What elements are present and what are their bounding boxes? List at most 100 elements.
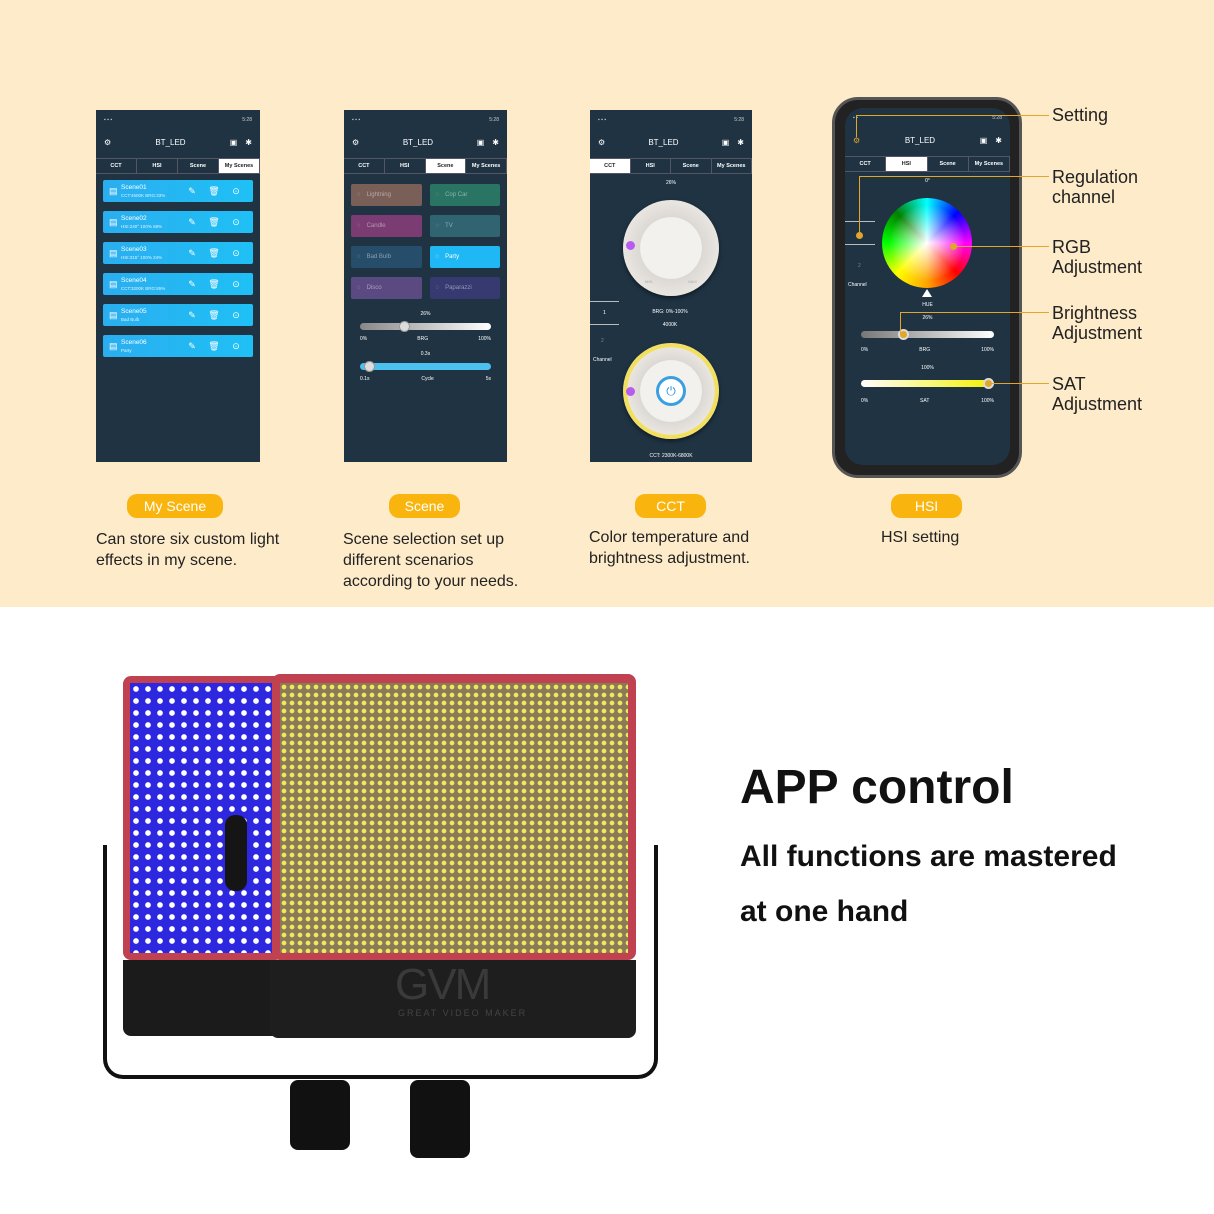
gear-icon[interactable]: ⚙ bbox=[352, 137, 360, 147]
power-icon[interactable]: ⏻ bbox=[656, 376, 686, 406]
scene-tile[interactable]: ◌Party bbox=[429, 246, 500, 268]
play-icon[interactable]: ⊙ bbox=[232, 247, 240, 258]
scene-icon: ◌ bbox=[435, 223, 440, 229]
tab-hsi[interactable]: HSI bbox=[137, 159, 178, 173]
edit-icon[interactable]: ✎ bbox=[188, 278, 196, 289]
scene-icon: ◌ bbox=[435, 192, 440, 198]
play-icon[interactable]: ⊙ bbox=[232, 309, 240, 320]
channel-2[interactable]: 2 bbox=[601, 338, 604, 344]
annotation-rgb-adjustment: RGB Adjustment bbox=[1052, 237, 1143, 277]
bluetooth-icon[interactable]: ✱ bbox=[492, 137, 499, 147]
save-icon[interactable]: ▣ bbox=[721, 137, 730, 147]
scene-icon: ◌ bbox=[357, 285, 361, 291]
channel-1[interactable] bbox=[845, 221, 875, 245]
bluetooth-icon[interactable]: ✱ bbox=[995, 135, 1002, 145]
gvm-logo: GVM bbox=[395, 960, 491, 1009]
brightness-slider[interactable] bbox=[360, 321, 491, 332]
save-icon[interactable]: ▣ bbox=[979, 135, 988, 145]
scene-tile[interactable]: ◌TV bbox=[429, 215, 500, 237]
tab-hsi[interactable]: HSI bbox=[631, 159, 671, 173]
status-bar: ▪ ▪ ▪5:28 bbox=[104, 117, 252, 123]
app-title: BT_LED bbox=[155, 137, 186, 147]
badge-my-scene: My Scene bbox=[127, 494, 223, 518]
gvm-tagline: GREAT VIDEO MAKER bbox=[398, 1008, 528, 1018]
tab-scene[interactable]: Scene bbox=[425, 159, 467, 173]
clapperboard-icon: ▤ bbox=[109, 309, 118, 320]
save-icon[interactable]: ▣ bbox=[229, 137, 238, 147]
edit-icon[interactable]: ✎ bbox=[188, 185, 196, 196]
play-icon[interactable]: ⊙ bbox=[232, 278, 240, 289]
scene-icon: ◌ bbox=[357, 223, 361, 229]
promo-title: APP control bbox=[740, 761, 1014, 814]
cycle-slider[interactable] bbox=[360, 361, 491, 372]
annotation-setting: Setting bbox=[1052, 105, 1109, 125]
scene-tile[interactable]: ◌Disco bbox=[351, 277, 422, 299]
edit-icon[interactable]: ✎ bbox=[188, 247, 196, 258]
tab-hsi[interactable]: HSI bbox=[886, 157, 928, 171]
tab-my-scenes[interactable]: My Scenes bbox=[466, 159, 507, 173]
edit-icon[interactable]: ✎ bbox=[188, 216, 196, 227]
bluetooth-icon[interactable]: ✱ bbox=[737, 137, 744, 147]
tab-cct[interactable]: CCT bbox=[590, 159, 631, 173]
cct-dial[interactable]: ⏻ bbox=[623, 343, 719, 439]
badge-cct: CCT bbox=[635, 494, 706, 518]
tab-my-scenes[interactable]: My Scenes bbox=[219, 159, 260, 173]
channel-1[interactable]: 1 bbox=[590, 301, 619, 325]
play-icon[interactable]: ⊙ bbox=[232, 216, 240, 227]
tab-scene[interactable]: Scene bbox=[671, 159, 712, 173]
tab-cct[interactable]: CCT bbox=[344, 159, 385, 173]
color-wheel[interactable] bbox=[882, 198, 972, 288]
trash-icon[interactable]: 🗑 bbox=[208, 309, 220, 320]
scene-tile[interactable]: ◌Paparazzi bbox=[429, 277, 500, 299]
tab-hsi[interactable]: HSI bbox=[385, 159, 426, 173]
save-icon[interactable]: ▣ bbox=[476, 137, 485, 147]
led-panel-yellow bbox=[280, 683, 628, 953]
tab-scene[interactable]: Scene bbox=[928, 157, 969, 171]
gear-icon[interactable]: ⚙ bbox=[853, 135, 861, 145]
brightness-slider[interactable] bbox=[861, 329, 994, 340]
scene-tile[interactable]: ◌Candle bbox=[351, 215, 422, 237]
clapperboard-icon: ▤ bbox=[109, 340, 118, 351]
trash-icon[interactable]: 🗑 bbox=[208, 340, 220, 351]
clapperboard-icon: ▤ bbox=[109, 216, 118, 227]
trash-icon[interactable]: 🗑 bbox=[208, 278, 220, 289]
tab-cct[interactable]: CCT bbox=[96, 159, 137, 173]
gear-icon[interactable]: ⚙ bbox=[104, 137, 112, 147]
tab-my-scenes[interactable]: My Scenes bbox=[969, 157, 1010, 171]
trash-icon[interactable]: 🗑 bbox=[208, 216, 220, 227]
badge-scene: Scene bbox=[389, 494, 460, 518]
edit-icon[interactable]: ✎ bbox=[188, 309, 196, 320]
promo-line-2: at one hand bbox=[740, 895, 909, 928]
edit-icon[interactable]: ✎ bbox=[188, 340, 196, 351]
trash-icon[interactable]: 🗑 bbox=[208, 185, 220, 196]
scene-tile[interactable]: ◌Bad Bulb bbox=[351, 246, 422, 268]
caption-cct: Color temperature and brightness adjustm… bbox=[589, 529, 750, 567]
gear-icon[interactable]: ⚙ bbox=[598, 137, 606, 147]
scene-icon: ◌ bbox=[435, 254, 440, 260]
annotation-regulation-channel: Regulation channel bbox=[1052, 167, 1139, 207]
tab-my-scenes[interactable]: My Scenes bbox=[712, 159, 752, 173]
bluetooth-icon[interactable]: ✱ bbox=[245, 137, 252, 147]
clapperboard-icon: ▤ bbox=[109, 278, 118, 289]
trash-icon[interactable]: 🗑 bbox=[208, 247, 220, 258]
tab-cct[interactable]: CCT bbox=[845, 157, 887, 171]
tab-scene[interactable]: Scene bbox=[178, 159, 219, 173]
annotation-brightness-adjustment: Brightness Adjustment bbox=[1052, 303, 1143, 343]
play-icon[interactable]: ⊙ bbox=[232, 185, 240, 196]
scene-icon: ◌ bbox=[357, 254, 361, 260]
scene-tile[interactable]: ◌Lightning bbox=[351, 184, 422, 206]
play-icon[interactable]: ⊙ bbox=[232, 340, 240, 351]
scene-tile[interactable]: ◌Cop Car bbox=[429, 184, 500, 206]
saturation-slider[interactable] bbox=[861, 378, 995, 389]
